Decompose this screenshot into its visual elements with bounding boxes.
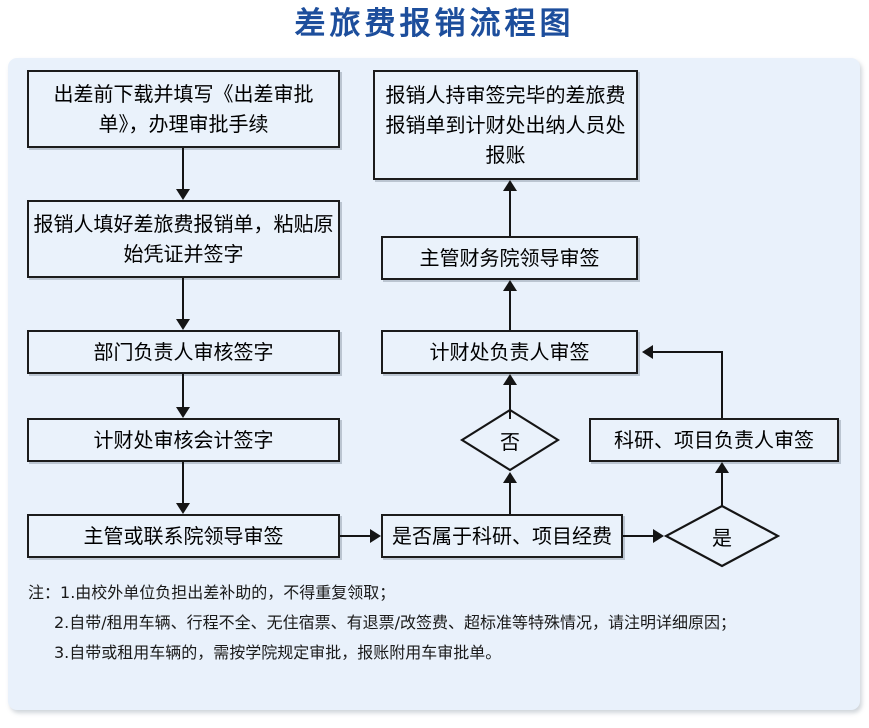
- connector-yes-to-research-head: [721, 473, 723, 506]
- node-supervising-leader[interactable]: 主管或联系院领导审签: [27, 514, 340, 558]
- node-is-research-fund-label: 是否属于科研、项目经费: [392, 524, 612, 548]
- arrowhead-accountant-to-leader: [176, 503, 190, 514]
- connector-research-head-elbow-vertical: [721, 352, 723, 418]
- decision-yes[interactable]: 是: [664, 504, 780, 568]
- node-fill-claim[interactable]: 报销人填好差旅费报销单，粘贴原始凭证并签字: [27, 200, 340, 278]
- connector-no-to-finance-head: [509, 385, 511, 419]
- node-finance-accountant[interactable]: 计财处审核会计签字: [27, 418, 340, 462]
- node-cashier-settle-label: 报销人持审签完毕的差旅费报销单到计财处出纳人员处报账: [385, 83, 626, 167]
- connector-finance-head-to-vp: [509, 291, 511, 330]
- decision-yes-label: 是: [712, 525, 732, 550]
- flowchart-panel: 出差前下载并填写《出差审批单》，办理审批手续 报销人填好差旅费报销单，粘贴原始凭…: [8, 58, 860, 710]
- note-line-3: 3.自带或租用车辆的，需按学院规定审批，报账附用车审批单。: [28, 638, 840, 668]
- arrowhead-no-to-finance-head: [503, 374, 517, 385]
- notes-block: 注：1.由校外单位负担出差补助的，不得重复领取； 2.自带/租用车辆、行程不全、…: [28, 578, 840, 668]
- arrowhead-decision-to-no: [503, 472, 517, 483]
- node-cashier-settle[interactable]: 报销人持审签完毕的差旅费报销单到计财处出纳人员处报账: [373, 70, 638, 180]
- node-dept-head[interactable]: 部门负责人审核签字: [27, 330, 340, 374]
- node-finance-head[interactable]: 计财处负责人审签: [381, 330, 638, 374]
- arrowhead-yes-to-research-head: [715, 462, 729, 473]
- node-is-research-fund[interactable]: 是否属于科研、项目经费: [381, 514, 623, 558]
- arrowhead-apply-to-fill: [176, 189, 190, 200]
- node-finance-vice-president[interactable]: 主管财务院领导审签: [381, 236, 638, 280]
- connector-leader-to-decision: [340, 535, 371, 537]
- connector-apply-to-fill: [182, 148, 184, 189]
- arrowhead-leader-to-decision: [370, 529, 381, 543]
- note-item-3: 3.自带或租用车辆的，需按学院规定审批，报账附用车审批单。: [54, 643, 502, 662]
- node-finance-vice-president-label: 主管财务院领导审签: [419, 246, 600, 270]
- connector-research-head-elbow-horizontal: [653, 351, 723, 353]
- note-line-2: 2.自带/租用车辆、行程不全、无住宿票、有退票/改签费、超标准等特殊情况，请注明…: [28, 608, 840, 638]
- node-finance-accountant-label: 计财处审核会计签字: [93, 428, 274, 452]
- note-item-1: 1.由校外单位负担出差补助的，不得重复领取；: [60, 583, 396, 602]
- node-fill-claim-label: 报销人填好差旅费报销单，粘贴原始凭证并签字: [33, 212, 334, 266]
- note-line-1: 注：1.由校外单位负担出差补助的，不得重复领取；: [28, 578, 840, 608]
- decision-no[interactable]: 否: [460, 408, 560, 472]
- diamond-shape-no: [460, 408, 560, 472]
- connector-fill-to-dept: [182, 278, 184, 319]
- connector-decision-to-no: [509, 483, 511, 514]
- node-research-head-label: 科研、项目负责人审签: [614, 428, 814, 452]
- node-finance-head-label: 计财处负责人审签: [429, 340, 590, 364]
- node-apply-form-label: 出差前下载并填写《出差审批单》，办理审批手续: [53, 82, 314, 136]
- arrowhead-research-head-to-finance-head: [642, 345, 653, 359]
- node-dept-head-label: 部门负责人审核签字: [93, 340, 274, 364]
- notes-prefix: 注：: [28, 583, 61, 602]
- diamond-shape-yes: [664, 504, 780, 568]
- arrowhead-finance-head-to-vp: [503, 280, 517, 291]
- node-apply-form[interactable]: 出差前下载并填写《出差审批单》，办理审批手续: [27, 70, 340, 148]
- node-research-head[interactable]: 科研、项目负责人审签: [589, 418, 839, 462]
- decision-no-label: 否: [500, 429, 520, 454]
- note-item-2: 2.自带/租用车辆、行程不全、无住宿票、有退票/改签费、超标准等特殊情况，请注明…: [54, 613, 737, 632]
- connector-decision-to-yes: [623, 535, 653, 537]
- connector-vp-to-cashier: [509, 191, 511, 236]
- node-supervising-leader-label: 主管或联系院领导审签: [83, 524, 284, 548]
- connector-accountant-to-leader: [182, 462, 184, 503]
- connector-dept-to-accountant: [182, 374, 184, 407]
- arrowhead-dept-to-accountant: [176, 407, 190, 418]
- arrowhead-fill-to-dept: [176, 319, 190, 330]
- arrowhead-decision-to-yes: [653, 529, 664, 543]
- page-title: 差旅费报销流程图: [294, 6, 575, 42]
- arrowhead-vp-to-cashier: [503, 180, 517, 191]
